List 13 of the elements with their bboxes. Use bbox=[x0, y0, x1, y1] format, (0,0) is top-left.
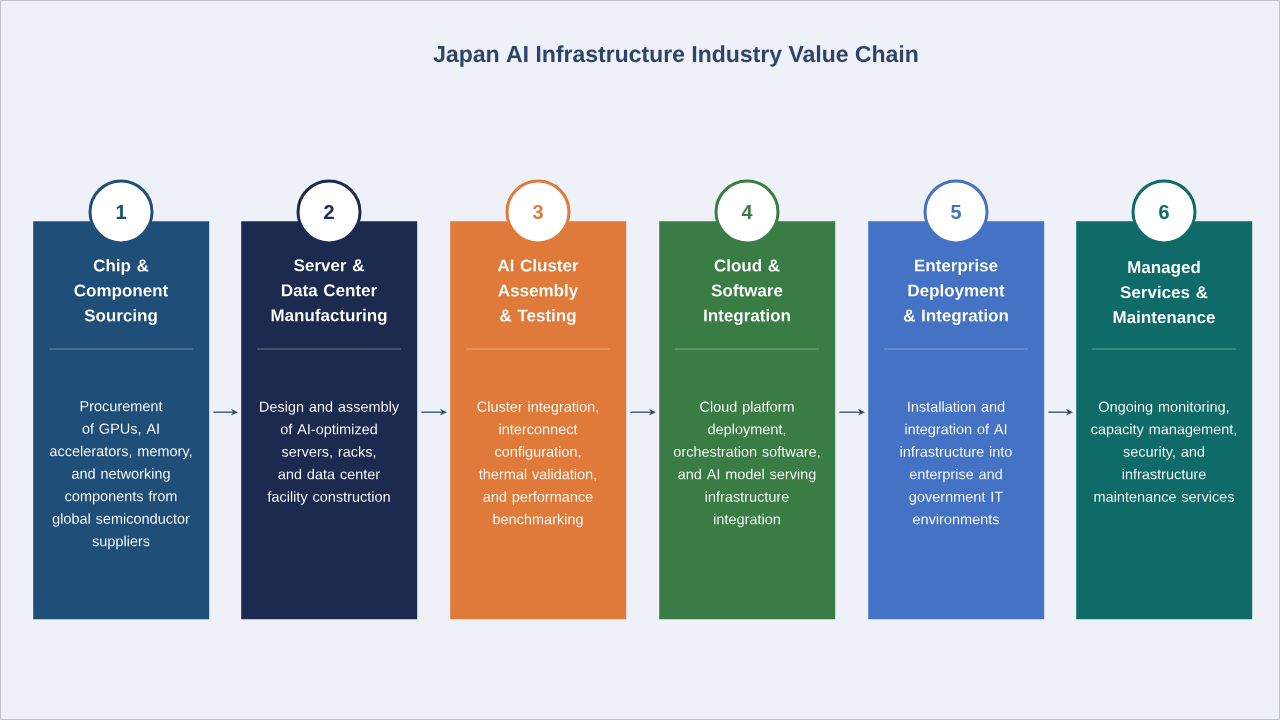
step-heading: Chip & Component Sourcing bbox=[74, 259, 169, 325]
title: Japan AI Infrastructure Industry Value Chain bbox=[433, 45, 918, 67]
step-heading: Server & Data Center Manufacturing bbox=[271, 259, 387, 325]
step-heading: Cloud & Software Integration bbox=[704, 259, 790, 325]
step-heading: Managed Services & Maintenance bbox=[1113, 260, 1215, 324]
step-heading: AI Cluster Assembly & Testing bbox=[497, 259, 579, 325]
step-description: Ongoing monitoring, capacity management, security, and infrastructure maintenance services bbox=[1091, 401, 1236, 502]
step-description: Cloud platform deployment, orchestration software, and AI model serving infrastructure integration bbox=[673, 401, 820, 528]
step-heading: Enterprise Deployment & Integration bbox=[903, 259, 1008, 325]
step-description: Procurement of GPUs, AI accelerators, memory, and networking components from global semiconductor suppliers bbox=[50, 401, 192, 550]
step-description: Installation and integration of AI infrastructure into enterprise and government IT environments bbox=[900, 401, 1012, 525]
step-description: Cluster integration, interconnect configuration, thermal validation, and performance benchmarking bbox=[477, 401, 598, 528]
step-description: Design and assembly of AI-optimized servers, racks, and data center facility construction bbox=[260, 401, 400, 505]
